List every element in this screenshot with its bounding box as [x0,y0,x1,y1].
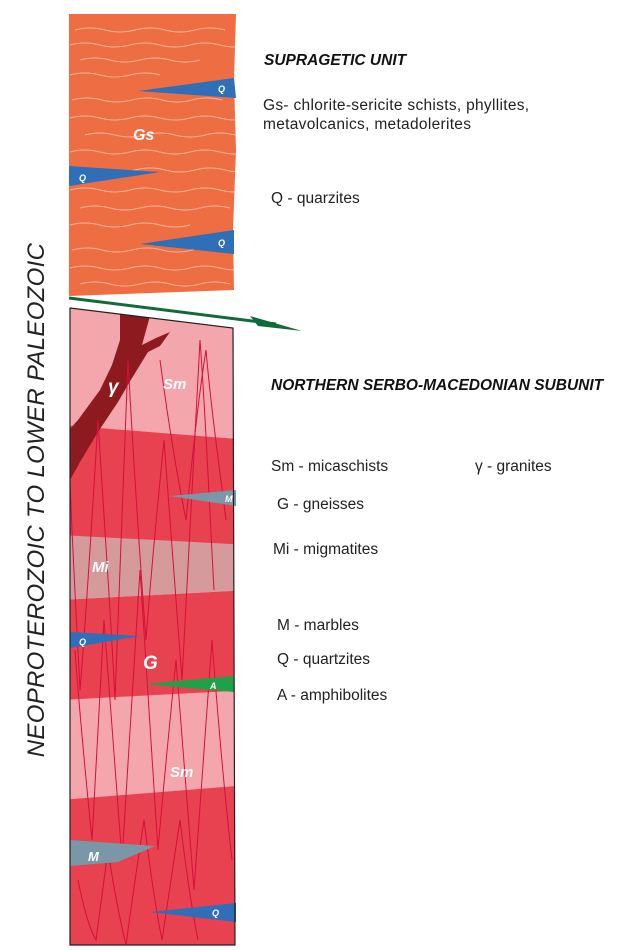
label-q: Q [79,637,86,647]
age-label-text: NEOPROTEROZOIC TO LOWER PALEOZOIC [23,243,51,757]
label-mi: Mi [92,559,109,576]
legend-gneisses: G - gneisses [277,495,364,514]
supragetic-column: Gs Q Q Q [69,14,255,296]
supragetic-unit-title: SUPRAGETIC UNIT [264,52,406,70]
label-q: Q [218,84,225,94]
serbo-macedonian-column: γ Sm M Mi Q G A Sm M Q [60,300,250,950]
label-m: M [225,494,233,504]
legend-amphibolites: A - amphibolites [277,686,387,705]
supragetic-schist-body [69,14,236,296]
label-g: G [143,653,158,674]
label-gs: Gs [133,127,154,144]
legend-granites: γ - granites [475,457,552,476]
legend-quarzites: Q - quarzites [271,189,360,208]
label-a: A [209,681,217,691]
label-q: Q [79,173,86,183]
label-sm: Sm [163,376,186,393]
label-sm: Sm [170,764,193,781]
label-q: Q [218,238,225,248]
label-q: Q [212,908,219,918]
legend-migmatites: Mi - migmatites [273,540,378,559]
serbo-macedonian-subunit-title: NORTHERN SERBO-MACEDONIAN SUBUNIT [271,376,616,395]
legend-gs: Gs- chlorite-sericite schists, phyllites… [263,96,548,134]
legend-quartzites: Q - quartzites [277,650,370,669]
legend-marbles: M - marbles [277,616,359,635]
legend-micaschists: Sm - micaschists [271,457,388,476]
label-m: M [88,849,100,864]
label-gamma: γ [108,377,120,398]
